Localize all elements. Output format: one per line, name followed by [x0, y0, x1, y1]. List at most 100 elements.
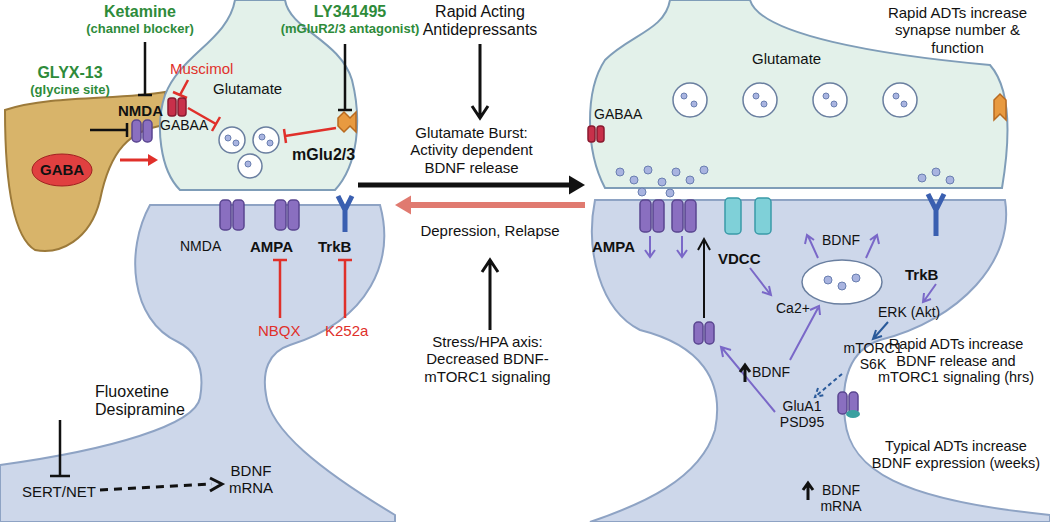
signal-arrow [866, 235, 879, 258]
receptor [588, 126, 595, 142]
drug-inhibition [50, 42, 352, 476]
transmitter-dot [630, 176, 638, 184]
connector-line [358, 183, 572, 188]
expression-arrow [210, 478, 222, 491]
receptor [220, 200, 231, 230]
expression-arrow [100, 484, 212, 490]
annotation-label: NMDA [180, 238, 221, 254]
annotation-label: mGlu2/3 [292, 146, 355, 164]
up-arrow [803, 483, 813, 500]
transmitter-dot [616, 168, 624, 176]
annotation-label: Rapid Acting Antidepressants [415, 3, 545, 40]
receptor [178, 98, 186, 116]
signal-arrow [677, 236, 687, 257]
annotation-label: Rapid ADTs increase BDNF release and mTO… [868, 336, 1044, 386]
transmitter-dot [918, 174, 926, 182]
annotation-label: NMDA [118, 102, 163, 119]
receptor [928, 194, 944, 236]
receptor [725, 198, 741, 234]
node-text: GABA [40, 161, 84, 178]
transmitter-dot [259, 134, 265, 140]
connector-arrow [120, 154, 158, 166]
transmitter-dot [691, 101, 697, 107]
annotation-label: TrkB [905, 266, 938, 283]
signal-arrow [698, 239, 710, 318]
receptor [275, 200, 286, 230]
receptor [653, 200, 664, 232]
transmitter-dot [753, 93, 759, 99]
annotation-label: TrkB [318, 238, 351, 255]
drug-inhibition [338, 44, 352, 110]
receptor [694, 322, 703, 344]
connector-arrow [358, 175, 585, 194]
annotation-label: ERK (Akt) [878, 304, 940, 320]
node-text: BDNF mRNA [813, 482, 869, 514]
annotation-label: Stress/HPA axis: Decreased BDNF-mTORC1 s… [400, 333, 575, 385]
signal-arrow [923, 284, 936, 302]
transmitter-dot [638, 188, 646, 196]
annotation-label: (glycine site) [10, 83, 130, 98]
drug-inhibition [90, 123, 127, 137]
receptor [132, 94, 1006, 418]
transmitter-dot [838, 282, 846, 290]
annotation-label: Muscimol [170, 60, 233, 77]
transmitter-dot [852, 274, 860, 282]
up-arrow [472, 44, 488, 118]
receptor [338, 196, 352, 232]
interneuron: GABA [0, 88, 120, 258]
transmitter-dot [824, 276, 832, 284]
edge-label: Glutamate Burst: Activity dependent BDNF… [402, 124, 542, 176]
transmitter-dot [823, 93, 829, 99]
signal-arrow [805, 235, 818, 258]
mtor-arrow [815, 374, 842, 397]
transmitter-dot [233, 140, 239, 146]
vesicle [219, 83, 917, 304]
transmitter-dot [831, 101, 837, 107]
transmitter-dot [644, 166, 652, 174]
annotation-label: GluA1 PSD95 [772, 398, 832, 430]
receptor [168, 98, 176, 116]
annotation-label: AMPA [592, 238, 635, 255]
vesicle [238, 154, 262, 178]
transmitter-dot [666, 189, 674, 197]
antagonist-inhibition [284, 128, 336, 143]
annotation-label: BDNF [752, 364, 790, 380]
arrow-head [148, 154, 158, 166]
transmitter-dot [225, 93, 954, 290]
vesicle [253, 127, 279, 153]
arrow-head [395, 195, 411, 214]
vesicle [219, 127, 245, 153]
annotation-label: VDCC [718, 250, 761, 267]
annotation-label: Ketamine [85, 3, 195, 21]
receptor [672, 200, 683, 232]
mtor-arrow [873, 322, 888, 339]
up-arrow [472, 44, 813, 500]
up-arrow [482, 260, 498, 330]
transmitter-dot [700, 166, 708, 174]
edge-label: Depression, Relapse [395, 222, 585, 239]
vesicle [743, 83, 777, 117]
drug-inhibition [138, 42, 152, 95]
transmitter-dot [658, 178, 666, 186]
node-text: Glutamate [752, 50, 821, 67]
node-text: BDNF mRNA [226, 462, 276, 497]
transmitter-dot [267, 140, 273, 146]
connector-arrow [395, 195, 585, 214]
receptor [143, 120, 152, 142]
annotation-label: Rapid ADTs increase synapse number & fun… [880, 4, 1035, 56]
expression-arrow [100, 478, 222, 491]
signal-arrow [645, 235, 936, 412]
annotation-label: NBQX [258, 322, 301, 339]
receptor [288, 200, 299, 230]
vesicle [673, 83, 707, 117]
annotation-label: (channel blocker) [70, 22, 210, 37]
annotation-label: GABAA [160, 117, 208, 133]
annotation-label: Ca2+ [776, 300, 810, 316]
transmitter-dot [946, 176, 954, 184]
transmitter-dot [932, 168, 940, 176]
drug-inhibition [50, 420, 70, 476]
annotation-label: Fluoxetine Desipramine [95, 383, 195, 420]
receptor [132, 120, 141, 142]
signal-arrow [750, 268, 771, 295]
connector-line [120, 159, 150, 162]
